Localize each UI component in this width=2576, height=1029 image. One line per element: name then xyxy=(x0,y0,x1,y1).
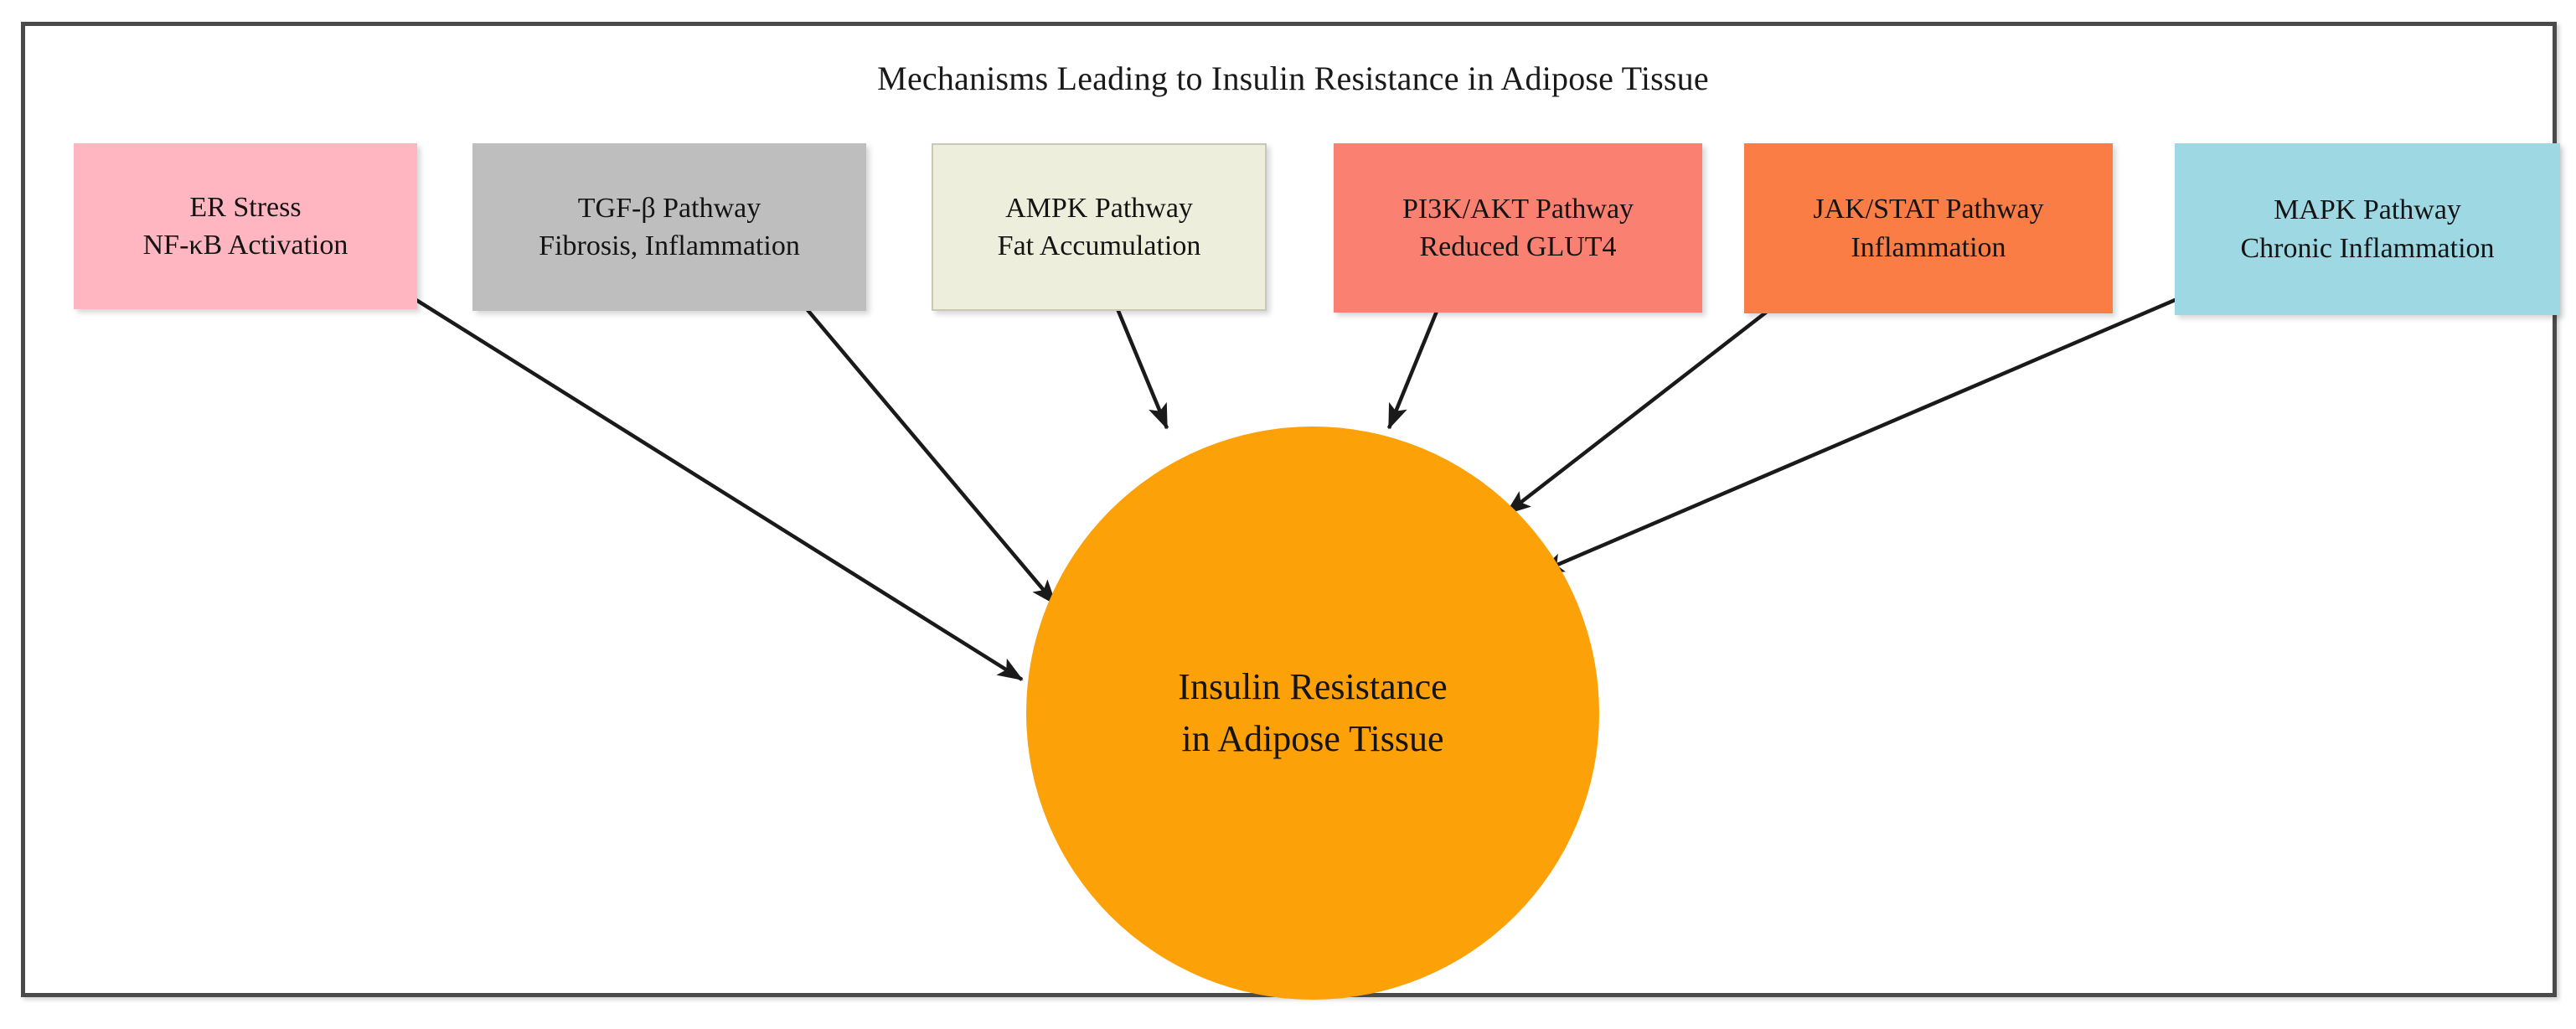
central-node-line-2: in Adipose Tissue xyxy=(1181,718,1444,759)
diagram-title: Mechanisms Leading to Insulin Resistance… xyxy=(877,59,1709,97)
pathway-box-mapk-line-2: Chronic Inflammation xyxy=(2240,232,2495,264)
central-node-insulin-resistance[interactable]: Insulin Resistance in Adipose Tissue xyxy=(1026,427,1599,1000)
pathway-box-jak-stat-line-2: Inflammation xyxy=(1851,231,2006,263)
edge-jak-stat xyxy=(1505,290,1794,515)
pathway-box-er-stress-line-1: ER Stress xyxy=(189,191,302,223)
diagram-frame: Mechanisms Leading to Insulin Resistance… xyxy=(21,22,2560,1000)
pathway-box-mapk-line-1: MAPK Pathway xyxy=(2274,194,2461,226)
pathway-box-jak-stat-line-1: JAK/STAT Pathway xyxy=(1813,194,2044,225)
pathway-box-pi3k-akt-line-1: PI3K/AKT Pathway xyxy=(1402,193,1634,225)
pathway-box-er-stress-line-2: NF-κB Activation xyxy=(142,230,348,261)
pathway-box-pi3k-akt-line-2: Reduced GLUT4 xyxy=(1419,231,1617,262)
central-node-line-1: Insulin Resistance xyxy=(1178,665,1448,707)
pathway-box-tgf-beta-line-2: Fibrosis, Inflammation xyxy=(539,230,800,261)
edge-er-stress xyxy=(395,286,1024,681)
edge-mapk xyxy=(1538,291,2191,575)
edge-ampk xyxy=(1107,290,1169,430)
pathway-box-ampk-line-2: Fat Accumulation xyxy=(997,230,1201,261)
edge-tgf-beta xyxy=(788,287,1057,606)
pathway-box-ampk-line-1: AMPK Pathway xyxy=(1005,192,1193,224)
pathway-box-tgf-beta-line-1: TGF-β Pathway xyxy=(577,192,761,224)
